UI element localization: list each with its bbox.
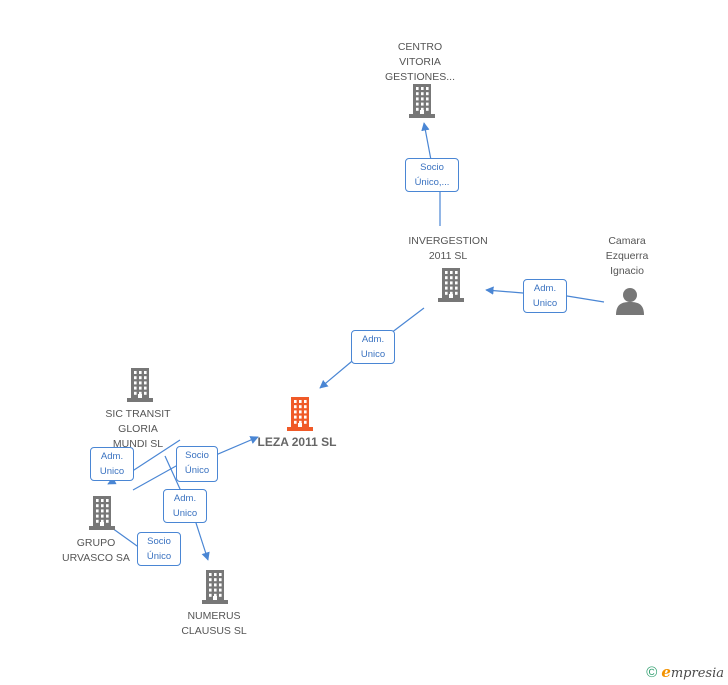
building-icon[interactable] <box>89 496 115 530</box>
node-label-invergestion[interactable]: INVERGESTION 2011 SL <box>408 235 488 262</box>
node-label-grupo[interactable]: GRUPO URVASCO SA <box>62 537 130 564</box>
relation-label-grupo-numerus[interactable]: Socio Único <box>137 532 181 566</box>
relation-label-inver-leza[interactable]: Adm. Unico <box>351 330 395 364</box>
footer-brand: © empresia <box>646 663 724 681</box>
node-label-centro[interactable]: CENTRO VITORIA GESTIONES... <box>384 41 455 83</box>
person-icon[interactable] <box>616 288 644 315</box>
node-label-camara[interactable]: Camara Ezquerra Ignacio <box>605 235 649 277</box>
node-label-sic[interactable]: SIC TRANSIT GLORIA MUNDI SL <box>105 408 171 450</box>
node-label-leza[interactable]: LEZA 2011 SL <box>257 435 337 449</box>
building-icon[interactable] <box>287 397 313 431</box>
relation-label-sic-numerus[interactable]: Adm. Unico <box>163 489 207 523</box>
building-icon[interactable] <box>438 268 464 302</box>
node-label-numerus[interactable]: NUMERUS CLAUSUS SL <box>181 610 247 637</box>
brand-logo: empresia <box>661 663 724 681</box>
relation-label-grupo-leza[interactable]: Socio Único <box>176 446 218 482</box>
brand-initial: e <box>661 663 671 681</box>
relation-label-camara-inver[interactable]: Adm. Unico <box>523 279 567 313</box>
building-icon[interactable] <box>127 368 153 402</box>
brand-rest: mpresia <box>670 666 724 681</box>
building-icon[interactable] <box>202 570 228 604</box>
relation-label-sic-grupo[interactable]: Adm. Unico <box>90 447 134 481</box>
copyright-symbol: © <box>646 663 658 681</box>
relation-label-inver-centro[interactable]: Socio Único,... <box>405 158 459 192</box>
building-icon[interactable] <box>409 84 435 118</box>
node-icons <box>89 84 644 604</box>
